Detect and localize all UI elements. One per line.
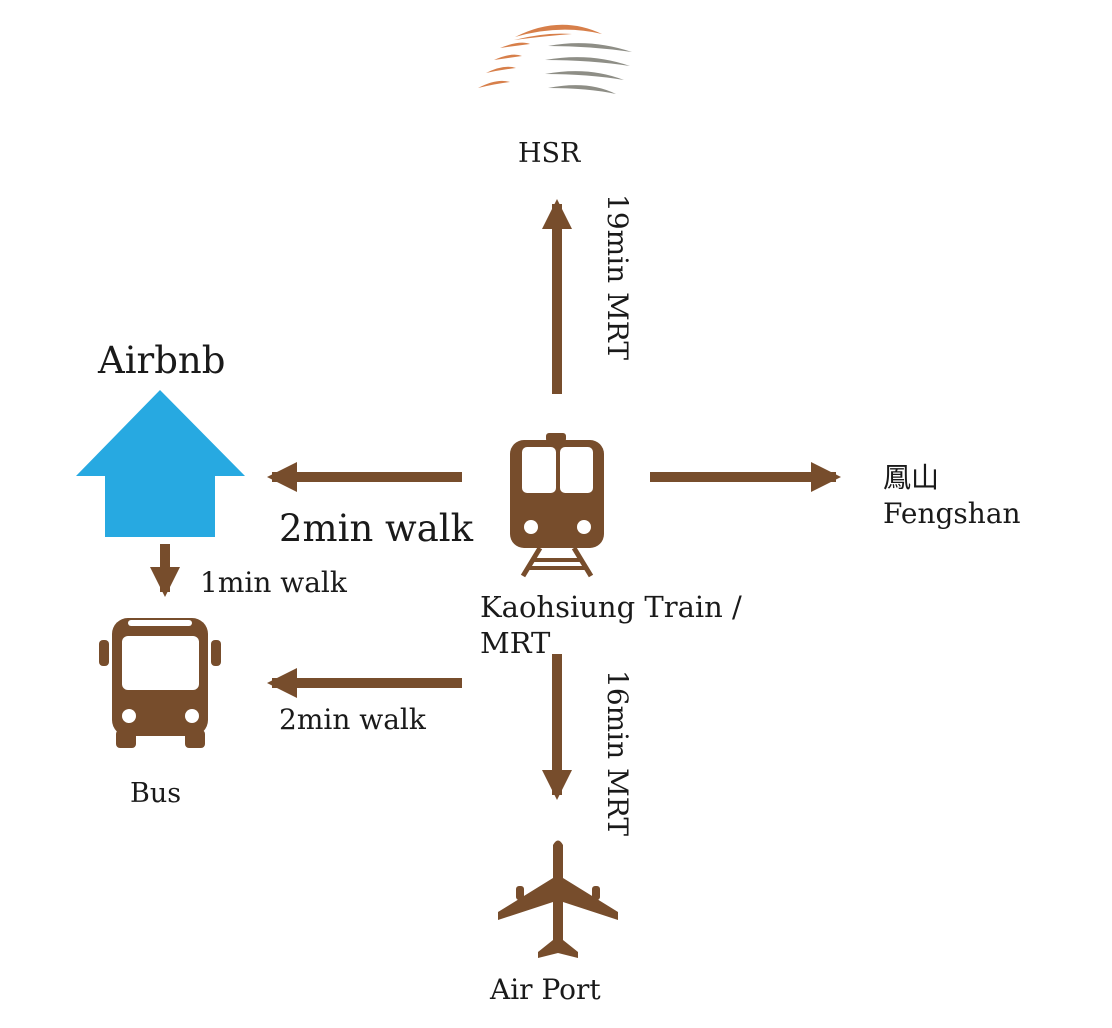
- fengshan-en-label: Fengshan: [883, 497, 1021, 531]
- bus-icon: [99, 618, 221, 748]
- airplane-icon: [498, 840, 618, 958]
- airbnb-label: Airbnb: [98, 339, 226, 382]
- bus-label: Bus: [130, 778, 182, 809]
- station-label: Kaohsiung Train / MRT: [480, 589, 742, 662]
- home-icon: [76, 390, 245, 537]
- hsr-label: HSR: [518, 138, 581, 169]
- walk-to-airbnb-label: 2min walk: [279, 507, 474, 550]
- hsr-logo: [478, 24, 632, 94]
- mrt-to-airport-label: 16min MRT: [601, 670, 634, 837]
- airport-label: Air Port: [490, 973, 601, 1006]
- fengshan-zh-label: 鳳山: [883, 461, 940, 494]
- walk-airbnb-to-bus-label: 1min walk: [200, 566, 347, 599]
- station-label-line1: Kaohsiung Train /: [480, 590, 742, 624]
- mrt-to-hsr-label: 19min MRT: [601, 194, 634, 361]
- station-label-line2: MRT: [480, 626, 551, 661]
- fengshan-label: 鳳山 Fengshan: [883, 460, 1021, 533]
- train-icon: [510, 433, 604, 578]
- walk-to-bus-label: 2min walk: [279, 703, 426, 736]
